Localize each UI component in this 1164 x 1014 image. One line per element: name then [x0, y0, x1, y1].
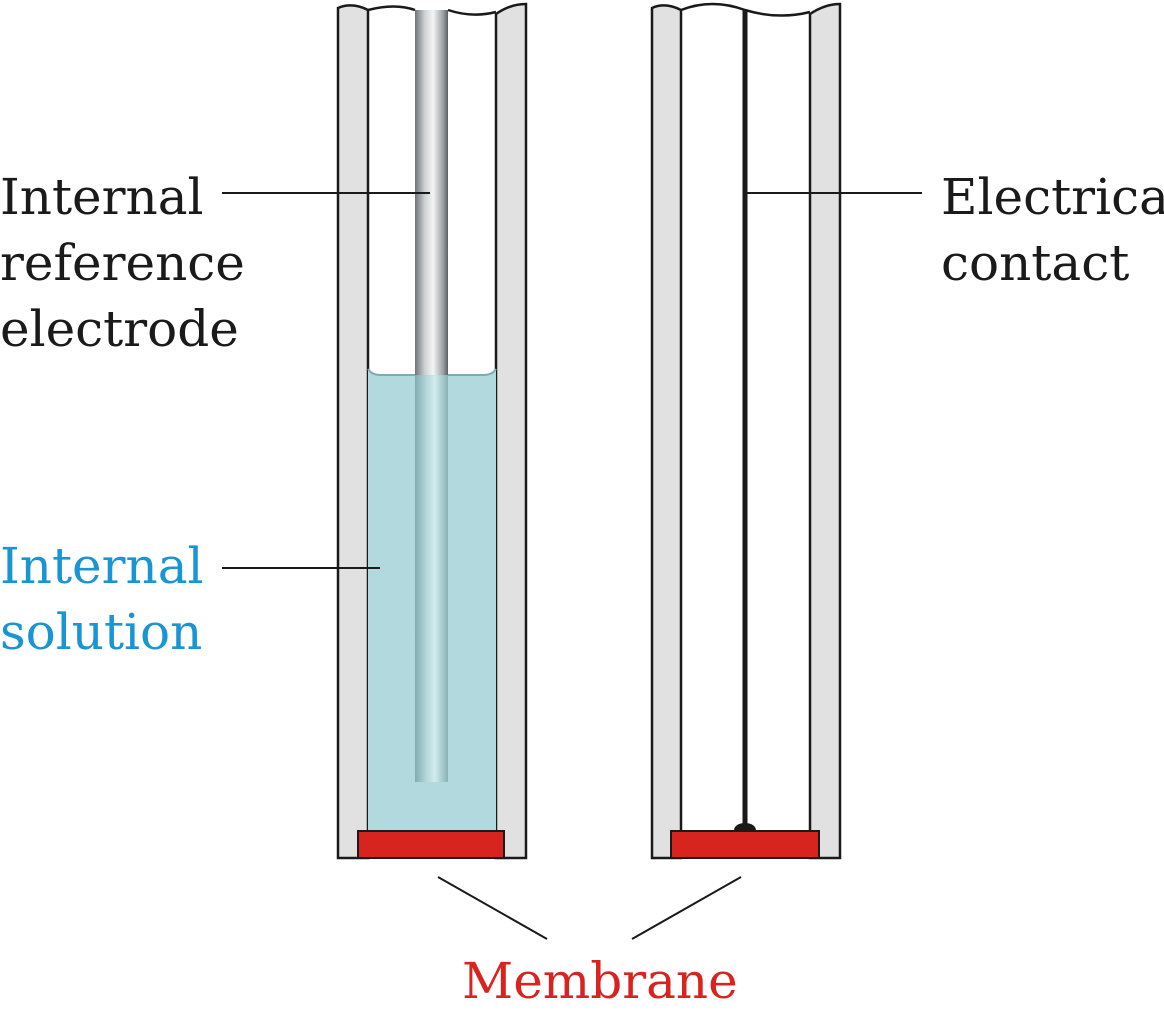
- right-outer-glass-wall: [808, 2, 842, 860]
- right-membrane: [670, 830, 820, 859]
- internal-solution-label: Internal solution: [0, 533, 204, 665]
- solid-contact-electrode: [650, 2, 842, 860]
- internal-reference-electrode-label: Internal reference electrode: [0, 164, 245, 362]
- reference-electrode-rod-immersed: [415, 375, 448, 782]
- label-line: contact: [941, 234, 1130, 292]
- membrane-leader-line-right: [631, 876, 742, 940]
- label-line: Internal: [0, 537, 204, 595]
- left-membrane: [357, 830, 505, 859]
- label-line: Electrical: [941, 168, 1164, 226]
- label-line: Internal: [0, 168, 204, 226]
- membrane-label: Membrane: [462, 948, 738, 1014]
- electrical-contact-label: Electrical contact: [941, 164, 1164, 296]
- liquid-contact-electrode: [336, 2, 528, 860]
- label-line: Membrane: [462, 952, 738, 1010]
- membrane-leader-line-left: [437, 876, 548, 940]
- label-line: reference: [0, 234, 245, 292]
- label-line: electrode: [0, 300, 239, 358]
- inner-tube-top-edge: [367, 5, 497, 16]
- left-outer-glass-wall: [336, 4, 370, 860]
- label-line: solution: [0, 603, 203, 661]
- right-outer-glass-wall: [494, 2, 528, 860]
- left-outer-glass-wall: [650, 4, 683, 860]
